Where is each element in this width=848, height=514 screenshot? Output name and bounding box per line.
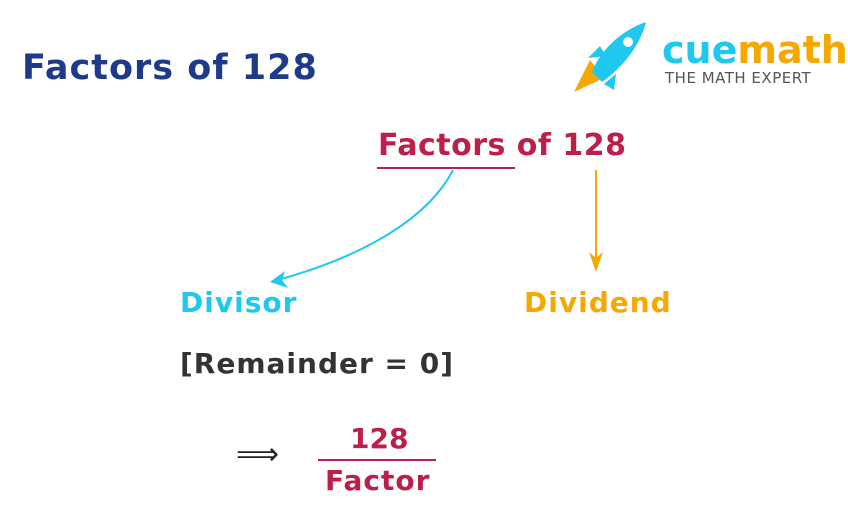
logo-math: math (737, 28, 848, 72)
center-title: Factors of 128 (378, 128, 627, 163)
logo-cue: cue (662, 28, 738, 72)
divisor-arrow (273, 169, 454, 282)
fraction-denominator: Factor (325, 464, 431, 497)
remainder-condition: [Remainder = 0] (180, 347, 455, 380)
logo-tagline: THE MATH EXPERT (665, 69, 812, 87)
logo-wordmark: cuemath (662, 28, 848, 72)
fraction-numerator: 128 (350, 422, 409, 455)
implies-symbol: ⟹ (236, 437, 280, 472)
page-title: Factors of 128 (22, 48, 318, 88)
divisor-arrowhead (270, 271, 288, 288)
rocket-icon (574, 22, 646, 92)
divisor-label: Divisor (180, 286, 298, 319)
dividend-label: Dividend (524, 286, 672, 319)
dividend-arrowhead (589, 252, 603, 272)
